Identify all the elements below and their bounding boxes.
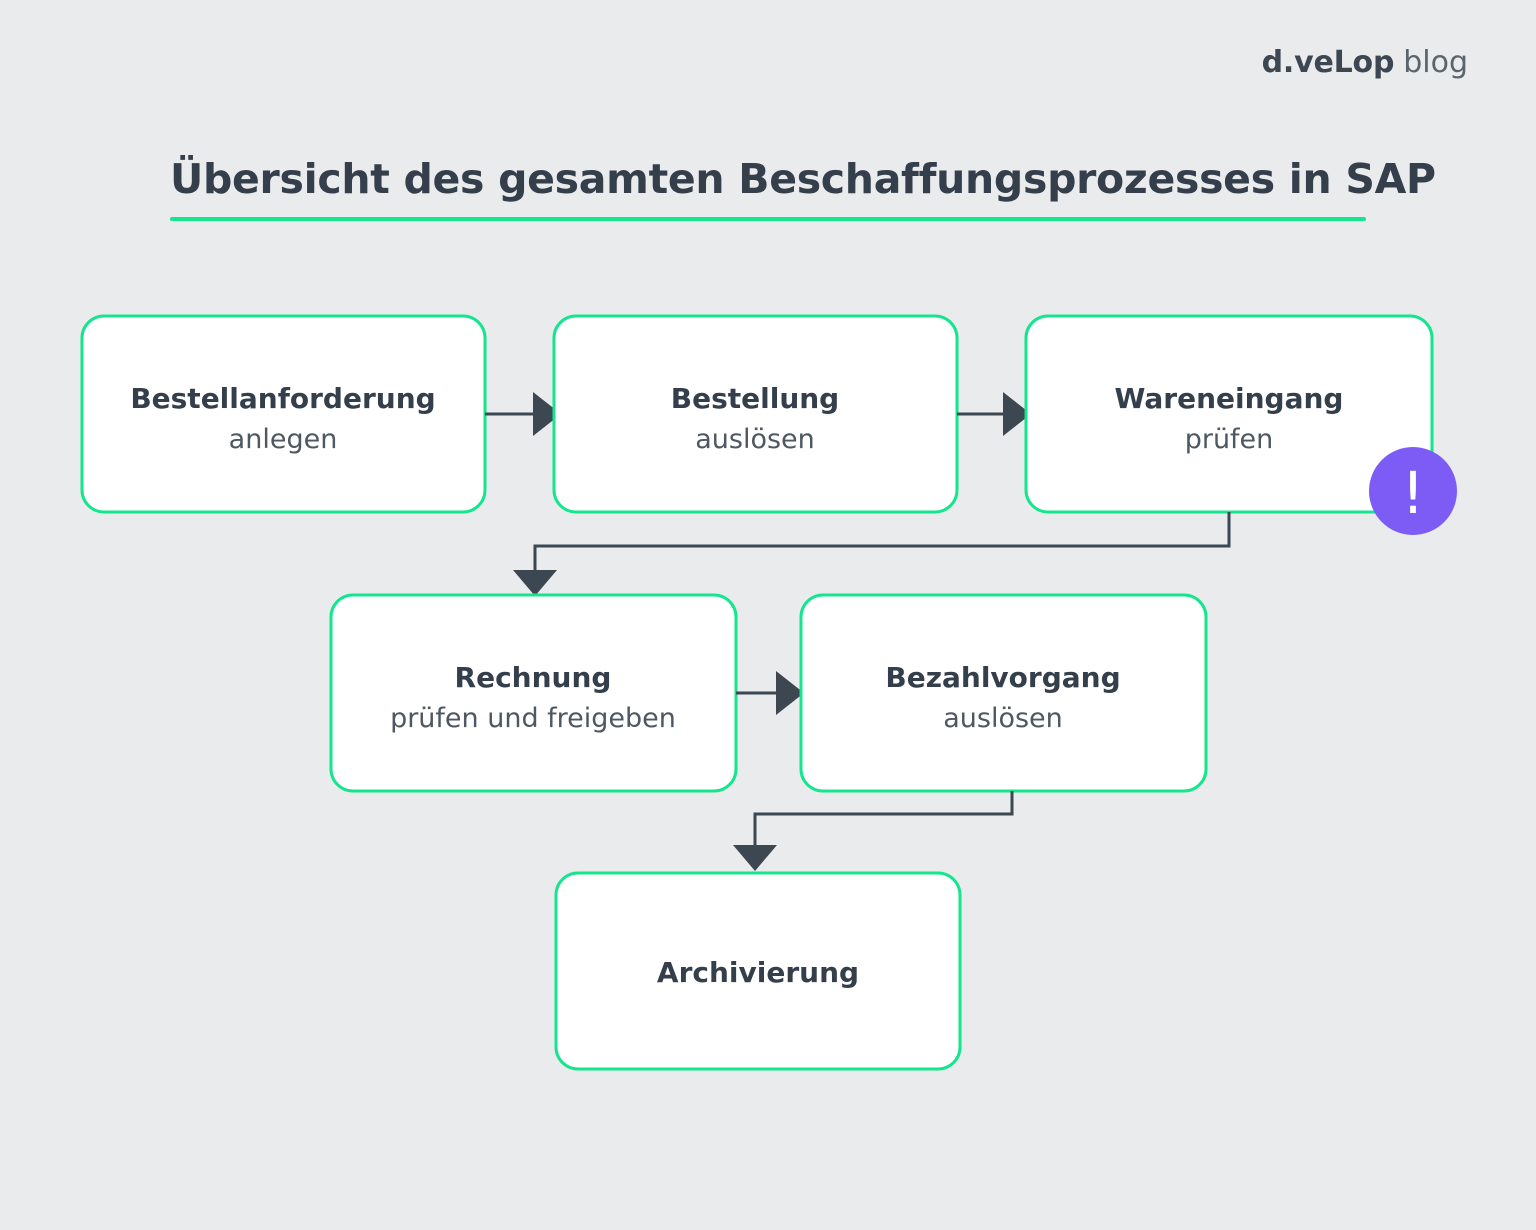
arrow-wareneingang-to-rechnung [513,512,1231,596]
node-subtitle-bestellung: auslösen [695,424,815,455]
node-bestellung[interactable]: Bestellung auslösen [552,314,959,514]
node-subtitle-bestellanforderung: anlegen [229,424,338,455]
node-title-bestellung: Bestellung [671,382,839,415]
node-rechnung[interactable]: Rechnung prüfen und freigeben [329,593,738,793]
logo-mark: d.veLop [1261,45,1395,80]
node-subtitle-wareneingang: prüfen [1185,424,1274,455]
node-subtitle-rechnung: prüfen und freigeben [390,703,676,734]
node-bestellanforderung[interactable]: Bestellanforderung anlegen [80,314,487,514]
arrow-bestellung-to-wareneingang [957,392,1031,436]
node-bezahlvorgang[interactable]: Bezahlvorgang auslösen [799,593,1208,793]
exclamation-icon: ! [1401,459,1424,527]
page-title: Übersicht des gesamten Beschaffungsproze… [170,155,1436,203]
node-title-rechnung: Rechnung [455,661,612,694]
title-block: Übersicht des gesamten Beschaffungsproze… [170,155,1436,222]
node-subtitle-bezahlvorgang: auslösen [943,703,1063,734]
dvelop-blog-logo: d.veLop blog [1262,48,1468,78]
arrow-bezahlvorgang-to-archivierung [733,791,1014,871]
node-title-bezahlvorgang: Bezahlvorgang [885,661,1120,694]
logo-word: blog [1403,45,1468,80]
attention-badge-wareneingang[interactable]: ! [1369,447,1457,535]
node-archivierung[interactable]: Archivierung [554,871,962,1071]
title-underline-rule [170,217,1366,222]
node-title-bestellanforderung: Bestellanforderung [130,382,435,415]
node-title-archivierung: Archivierung [657,956,859,989]
arrow-rechnung-to-bezahlvorgang [736,671,804,715]
node-title-wareneingang: Wareneingang [1115,382,1344,415]
arrow-bestellanforderung-to-bestellung [485,392,561,436]
node-wareneingang[interactable]: Wareneingang prüfen [1024,314,1434,514]
